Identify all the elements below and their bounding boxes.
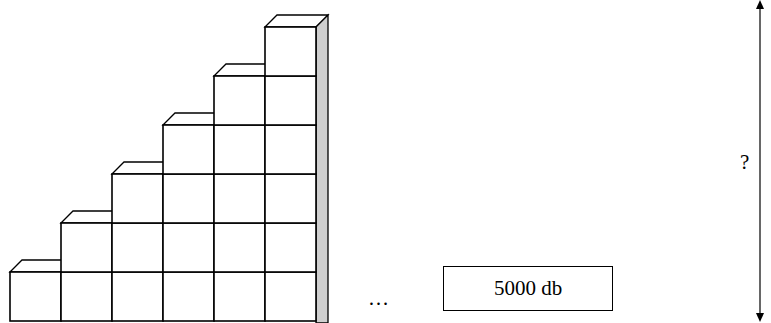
cube-front	[61, 272, 112, 321]
cube-front	[214, 76, 265, 125]
height-arrow	[759, 4, 760, 318]
cube-front	[112, 223, 163, 272]
cube-front	[214, 174, 265, 223]
count-text: 5000 db	[494, 276, 562, 301]
cube-front	[163, 223, 214, 272]
cube-front	[163, 174, 214, 223]
count-box: 5000 db	[443, 266, 613, 311]
cube-front	[214, 272, 265, 321]
cube-front	[265, 76, 316, 125]
cube-front	[112, 174, 163, 223]
unknown-height: ?	[740, 150, 749, 175]
cube-front	[214, 125, 265, 174]
cube-front	[265, 223, 316, 272]
cube-front	[265, 174, 316, 223]
cube-front	[214, 223, 265, 272]
cube-front	[163, 125, 214, 174]
cube-stack	[10, 15, 328, 323]
cube-front	[265, 272, 316, 321]
cube-front	[10, 272, 61, 321]
cube-front	[112, 272, 163, 321]
cube-front	[61, 223, 112, 272]
cube-side	[316, 15, 328, 323]
cube-front	[163, 272, 214, 321]
ellipsis: …	[368, 286, 389, 311]
cube-front	[265, 27, 316, 76]
cube-front	[265, 125, 316, 174]
